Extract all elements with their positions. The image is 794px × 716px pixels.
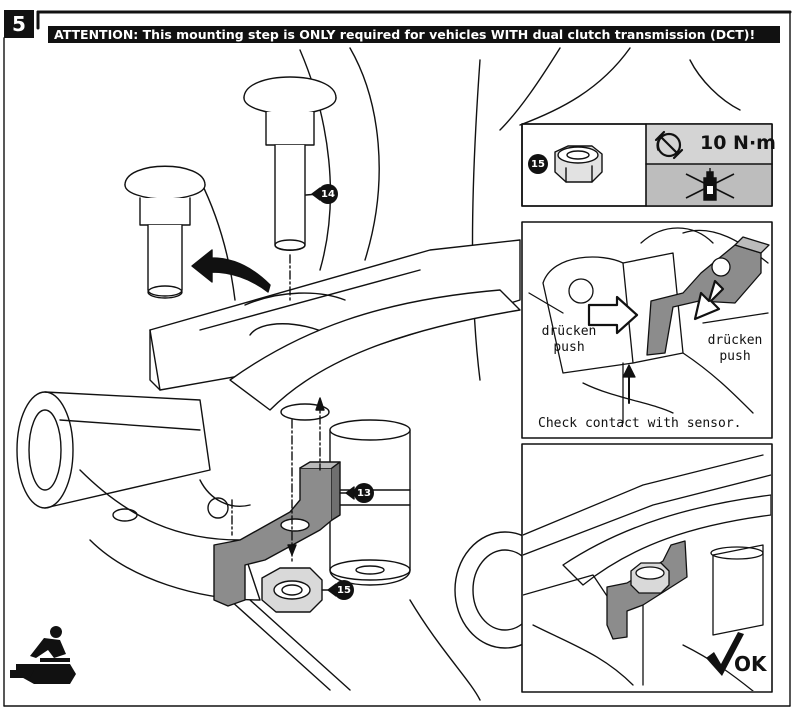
part-badge-14: 14	[318, 184, 338, 204]
ok-label: OK	[734, 652, 767, 676]
torque-wrench-icon	[654, 130, 684, 160]
push-label-right: drücken push	[700, 333, 770, 365]
sensor-detail-illustration	[528, 227, 770, 424]
step-number: 5	[4, 10, 34, 38]
push-label-left: drücken push	[534, 324, 604, 356]
mechanic-ramp-icon	[10, 626, 76, 684]
no-threadlock-icon	[685, 168, 735, 201]
spec-part-badge-15: 15	[528, 154, 548, 174]
result-illustration	[523, 454, 771, 691]
push-label-right-en: push	[719, 349, 751, 364]
part-badge-15: 15	[334, 580, 354, 600]
part-badge-13: 13	[354, 483, 374, 503]
torque-value: 10 N·m	[700, 132, 776, 154]
push-label-left-de: drücken	[541, 324, 597, 339]
push-label-right-de: drücken	[707, 333, 763, 348]
detail-caption: Check contact with sensor.	[538, 416, 742, 431]
push-label-left-en: push	[553, 340, 585, 355]
attention-banner: ATTENTION: This mounting step is ONLY re…	[48, 26, 780, 43]
checkmark-icon	[706, 632, 744, 676]
